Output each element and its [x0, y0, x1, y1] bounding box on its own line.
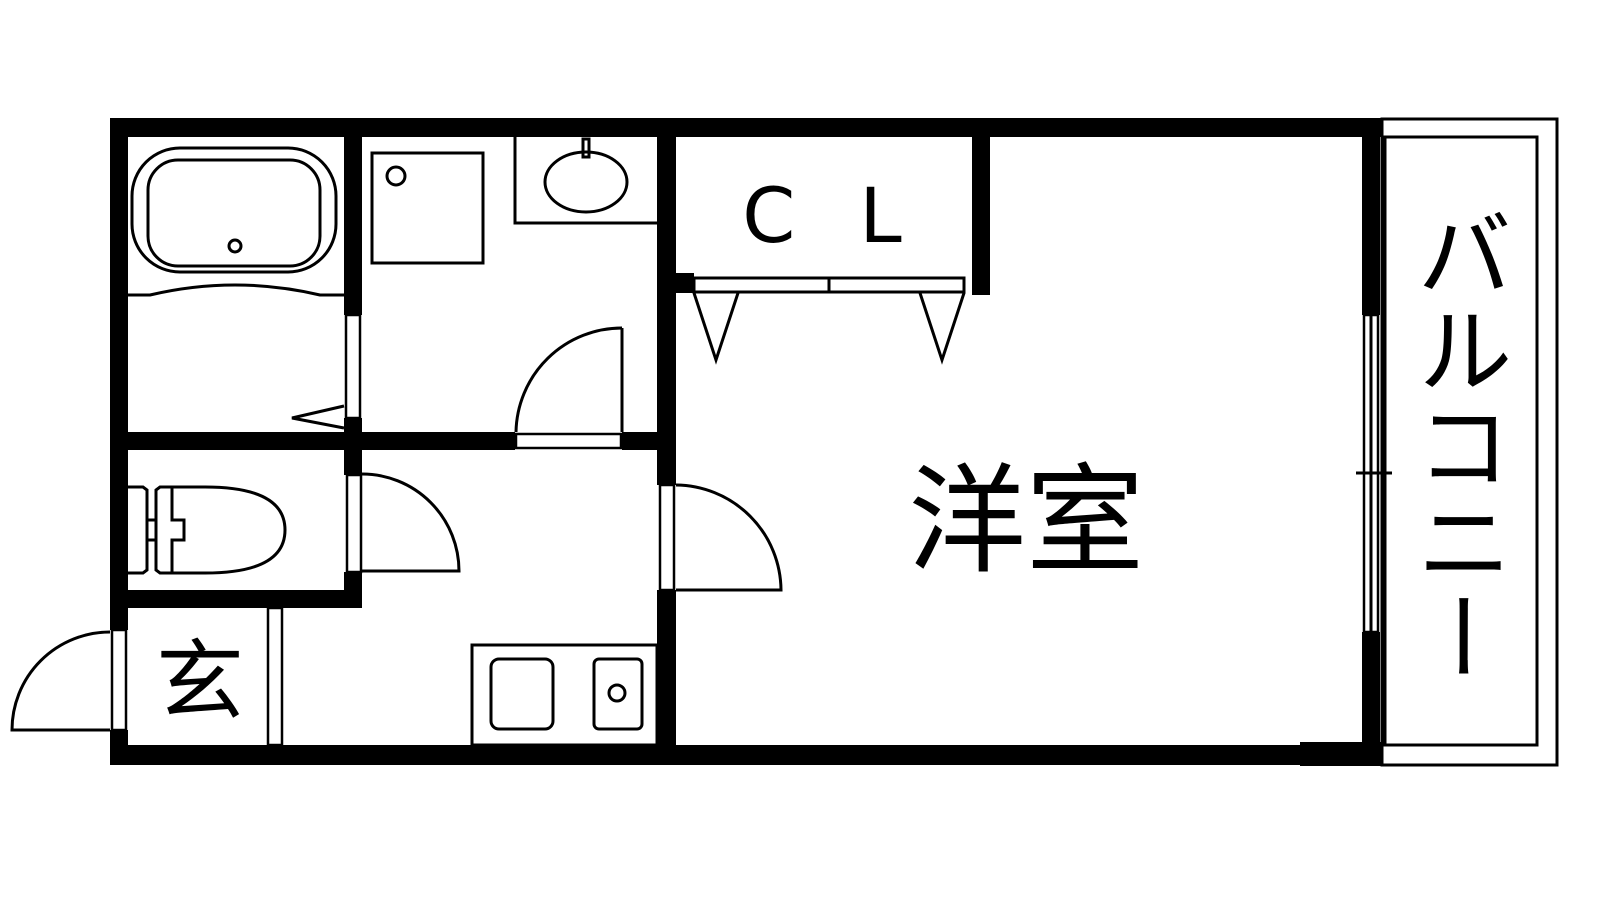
bathtub-icon	[128, 146, 345, 430]
closet	[692, 276, 966, 365]
western-room-label: 洋室	[908, 452, 1144, 590]
toilet-door-swing	[361, 472, 461, 573]
entrance-label: 玄	[156, 630, 244, 733]
room-door-swing	[675, 483, 783, 592]
stove-icon	[592, 657, 644, 731]
toilet-icon	[128, 485, 287, 575]
washing-machine-icon	[370, 151, 485, 265]
kitchen-counter	[470, 643, 659, 747]
wash-door-frame	[514, 432, 623, 450]
balcony	[1380, 117, 1559, 767]
entrance-door-frame	[110, 628, 128, 732]
entrance-door-swing	[10, 630, 111, 732]
balcony-label: バルコニー	[1400, 205, 1512, 685]
wash-basin-icon	[513, 137, 657, 225]
toilet-door-frame	[345, 473, 363, 574]
closet-label: C L	[742, 171, 922, 260]
entrance-step	[266, 606, 284, 747]
bath-sliding-door	[344, 313, 362, 420]
walls	[110, 118, 1382, 766]
room-door-frame	[658, 483, 676, 592]
wash-door-swing	[514, 326, 624, 433]
